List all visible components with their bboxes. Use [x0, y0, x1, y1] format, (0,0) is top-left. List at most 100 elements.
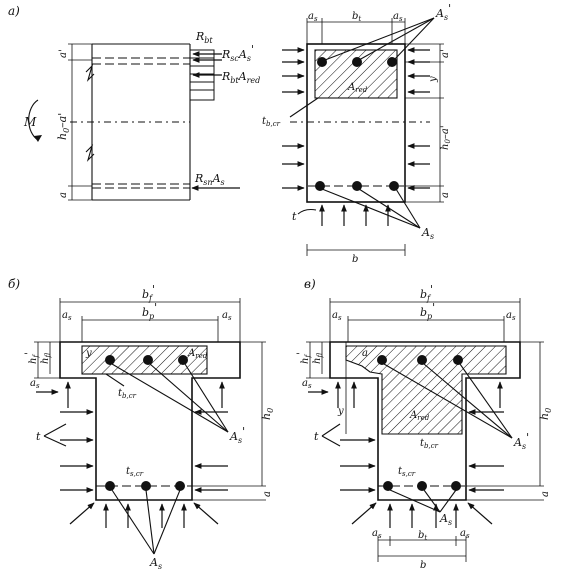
label-as-left: a [332, 310, 338, 321]
label-t: t [314, 430, 319, 443]
svg-text:Ared: Ared [347, 82, 368, 94]
label-a-top: a' [58, 49, 69, 58]
svg-text:hfl: hfl [40, 353, 52, 364]
label-h0: h [538, 413, 551, 420]
label-h0-a-dim: h [440, 144, 451, 150]
svg-text:as: as [372, 528, 382, 540]
svg-text:bt: bt [352, 11, 361, 23]
label-as-prime: A [229, 430, 238, 443]
label-bf: b [420, 288, 427, 301]
svg-text:RbtAred: RbtAred [221, 70, 260, 85]
svg-text:h0–a': h0–a' [56, 113, 71, 140]
svg-text:as: as [222, 310, 232, 322]
label-y: y [85, 348, 92, 359]
label-rbt-ared: R [221, 70, 230, 83]
label-bf: b [142, 288, 149, 301]
svg-text:RscAs': RscAs' [221, 43, 254, 63]
svg-text:Ared: Ared [409, 410, 430, 422]
rebar-bottom-1 [383, 481, 393, 491]
label-tscr: t [126, 466, 131, 477]
label-y-dim: y [428, 76, 439, 83]
svg-text:h0: h0 [260, 408, 275, 420]
svg-text:bp': bp' [142, 301, 157, 321]
label-hfl: h [40, 358, 51, 364]
svg-text:tb,cr: tb,cr [262, 116, 281, 128]
svg-text:As: As [421, 226, 434, 241]
label-as-bottom-left: a [372, 528, 378, 539]
label-h0-a: h [56, 133, 69, 140]
label-as-vertical: a [302, 378, 308, 389]
label-as-bottom-right: a [460, 528, 466, 539]
label-ared: A [347, 82, 355, 93]
label-tbcr: t [420, 438, 425, 449]
label-as-prime: A [435, 7, 444, 20]
svg-text:tb,cr: tb,cr [420, 438, 439, 450]
label-hfl: h [312, 358, 323, 364]
svg-text:bf': bf' [420, 283, 433, 303]
label-ared: A [187, 348, 195, 359]
svg-text:as: as [62, 310, 72, 322]
svg-text:Ared: Ared [187, 348, 208, 360]
label-y: y [337, 406, 344, 417]
svg-text:as: as [506, 310, 516, 322]
label-as-left: a [308, 11, 314, 22]
label-as: A [421, 226, 430, 239]
svg-text:as: as [30, 378, 40, 390]
svg-text:tb,cr: tb,cr [118, 388, 137, 400]
svg-text:as: as [332, 310, 342, 322]
rebar-top-1 [105, 355, 115, 365]
svg-text:as: as [302, 378, 312, 390]
panel-a-cross-section: as bt as As' Ared tb,cr [262, 2, 452, 265]
panel-a-tag: а) [8, 4, 20, 18]
rebar-top-2 [352, 57, 362, 67]
label-as: A [149, 556, 158, 569]
rebar-bottom-3 [175, 481, 185, 491]
label-a: a [540, 491, 551, 497]
label-b: b [420, 560, 426, 571]
svg-text:Rbt: Rbt [195, 30, 213, 45]
panel-c-t-section: в) bf' bp' as as hf' hfl as y a Ared tb,… [296, 277, 553, 571]
panel-a-stress-diagram: а) Rbt RscAs' RbtAred RsnAs [8, 4, 260, 201]
svg-text:ts,cr: ts,cr [126, 466, 144, 478]
svg-text:As: As [439, 512, 452, 527]
hatched-area-ared [345, 345, 507, 435]
label-a: a [262, 491, 273, 497]
rebar-bottom-3 [389, 181, 399, 191]
svg-text:hf': hf' [24, 352, 40, 364]
label-h0: h [260, 413, 273, 420]
moment-arrow-icon [28, 99, 39, 141]
label-t: t [36, 430, 41, 443]
svg-text:as: as [393, 11, 403, 23]
label-t: t [292, 210, 297, 223]
label-ared: A [409, 410, 417, 421]
label-rsc-as: R [221, 48, 230, 61]
label-as-prime: A [513, 436, 522, 449]
svg-text:as: as [308, 11, 318, 23]
label-hf: h [28, 358, 39, 364]
label-as-left: a [62, 310, 68, 321]
rebar-top-3 [178, 355, 188, 365]
label-a-dim: a [440, 192, 451, 198]
svg-text:bt: bt [418, 530, 427, 542]
rebar-bottom-2 [417, 481, 427, 491]
label-as: A [439, 512, 448, 525]
label-as-vertical: a [30, 378, 36, 389]
svg-text:ts,cr: ts,cr [398, 466, 416, 478]
svg-text:as: as [460, 528, 470, 540]
label-tscr: t [398, 466, 403, 477]
rebar-bottom-3 [451, 481, 461, 491]
svg-text:bp': bp' [420, 301, 435, 321]
rebar-top-2 [143, 355, 153, 365]
label-as-right: a [393, 11, 399, 22]
panel-b-t-section: б) bf' bp' as as hf' hfl as y Ared tb,cr… [8, 277, 275, 571]
label-as-right: a [222, 310, 228, 321]
label-bt: b [418, 530, 424, 541]
label-a-prime-dim: a' [440, 49, 451, 58]
label-as-right: a [506, 310, 512, 321]
label-bp: b [420, 306, 427, 319]
label-b: b [352, 254, 358, 265]
svg-text:RsnAs: RsnAs [194, 172, 225, 187]
panel-c-tag: в) [304, 277, 316, 291]
svg-text:h0: h0 [538, 408, 553, 420]
